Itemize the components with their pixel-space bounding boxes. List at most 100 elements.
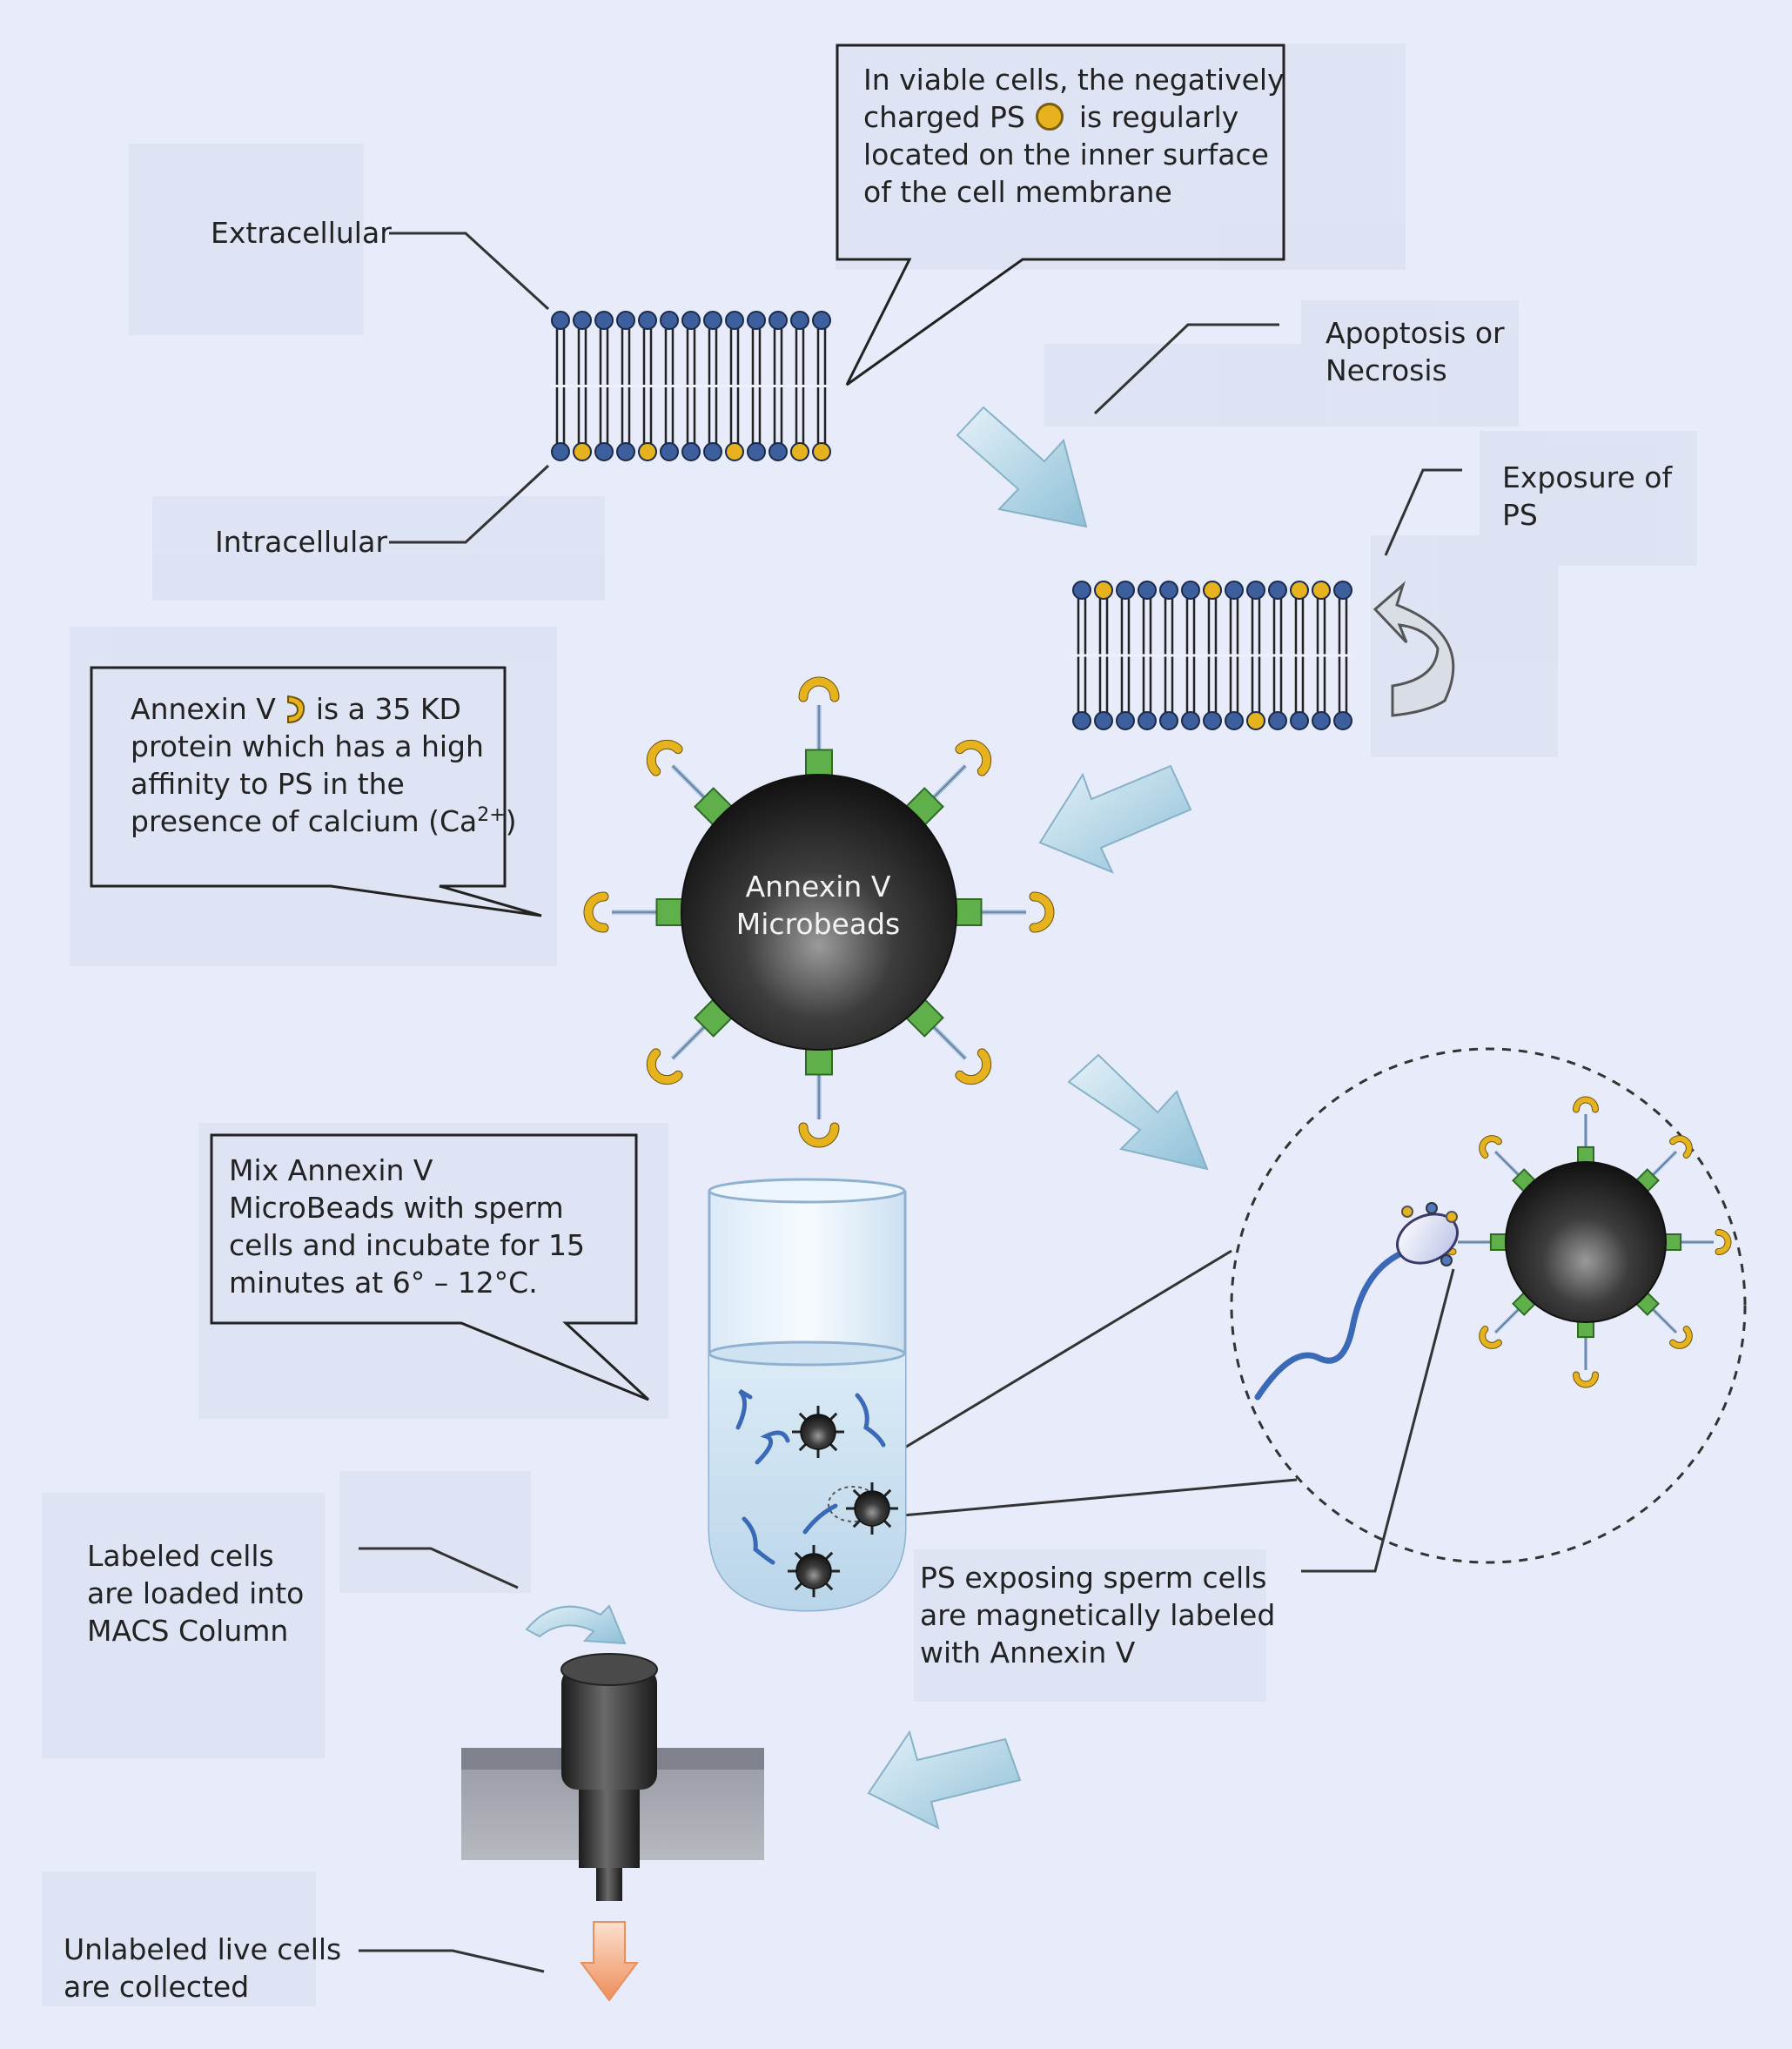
lipid-head (660, 442, 679, 461)
lipid-head (660, 311, 679, 330)
annexin-cup (647, 740, 682, 776)
zoom-sperm-cell (1254, 1202, 1459, 1401)
ps-head (1203, 581, 1222, 600)
viable-line-3: located on the inner surface (863, 138, 1269, 171)
lipid-head (1225, 581, 1244, 600)
antibody-square (954, 898, 983, 926)
ps-exposing-line-1: PS exposing sperm cells (920, 1561, 1267, 1595)
label-extracellular: Extracellular (211, 214, 392, 252)
ps-head (573, 442, 592, 461)
ps-head (1094, 581, 1113, 600)
leader-unlabeled (359, 1949, 545, 1973)
annexin-cup (1030, 892, 1054, 932)
ps-dot-icon (1035, 103, 1064, 131)
annexin-close-paren: ) (505, 804, 517, 838)
lipid-head (573, 311, 592, 330)
extracellular-text: Extracellular (211, 216, 392, 250)
ps-head (638, 442, 657, 461)
annexin-line-4: presence of calcium (Ca2+) (131, 803, 517, 840)
lipid-head (1333, 711, 1352, 730)
annexin-cup-icon (286, 695, 305, 724)
antibody-square (1664, 1233, 1682, 1251)
lipid-head (812, 311, 831, 330)
annexin-cup (1670, 1327, 1692, 1348)
background-panels (42, 44, 1697, 2006)
annexin-cup (956, 740, 991, 776)
leader-intracellular (389, 464, 550, 544)
lipid-head (1138, 711, 1157, 730)
lipid-head (1312, 711, 1331, 730)
annexin-cup (799, 1123, 839, 1147)
annexin-note-callout (90, 666, 542, 917)
test-tube (708, 1178, 907, 1612)
membrane-viable (550, 311, 832, 461)
calcium-charge: 2+ (477, 804, 506, 826)
leader-extracellular (389, 232, 550, 311)
collect-arrow-icon (580, 1921, 639, 2002)
macs-column (461, 1653, 764, 1901)
viable-ps-text: charged PS (863, 100, 1025, 134)
exposure-line-2: PS (1502, 498, 1538, 532)
lipid-head (747, 442, 766, 461)
ps-head (1290, 581, 1309, 600)
mix-line-2: MicroBeads with sperm (229, 1191, 564, 1225)
load-arrow-icon (525, 1604, 627, 1645)
leader-labeled (359, 1547, 519, 1589)
annexin-cup (1480, 1327, 1501, 1348)
ps-exposing-line-2: are magnetically labeled (920, 1598, 1276, 1632)
annexin-cup (1715, 1230, 1731, 1254)
lipid-head (768, 442, 788, 461)
mix-line-1: Mix Annexin V (229, 1153, 433, 1187)
annexin-cup (1574, 1097, 1598, 1112)
annexin-microbead (583, 676, 1055, 1148)
label-ps-exposing: PS exposing sperm cells are magnetically… (920, 1559, 1275, 1671)
lipid-head (1181, 711, 1200, 730)
viable-line-1: In viable cells, the negatively (863, 63, 1285, 97)
arrow-to-column (867, 1730, 1022, 1830)
lipid-head (1094, 711, 1113, 730)
zoom-circle (1230, 1047, 1747, 1564)
annexin-cup (956, 1049, 991, 1085)
apoptosis-line-1: Apoptosis or (1326, 316, 1505, 350)
lipid-head (638, 311, 657, 330)
annexin-cup (799, 677, 839, 702)
arrow-to-beads (1038, 764, 1192, 874)
label-intracellular: Intracellular (215, 523, 387, 561)
labeled-line-2: are loaded into (87, 1576, 305, 1610)
mini-bead (788, 1545, 840, 1597)
viable-regularly-text: is regularly (1078, 100, 1239, 134)
lipid-head (681, 442, 701, 461)
annexin-line-3: affinity to PS in the (131, 767, 405, 801)
lipid-head (1333, 581, 1352, 600)
lipid-head (594, 311, 614, 330)
viable-cells-callout (836, 44, 1285, 386)
unlabeled-line-1: Unlabeled live cells (64, 1932, 342, 1966)
membrane-apoptotic (1071, 581, 1353, 730)
antibody-square (655, 898, 684, 926)
label-apoptosis: Apoptosis or Necrosis (1326, 314, 1505, 389)
lipid-head (703, 311, 722, 330)
exposure-line-1: Exposure of (1502, 460, 1673, 494)
bead-sphere (1505, 1161, 1667, 1323)
lipid-head (616, 311, 635, 330)
lipid-head (1116, 711, 1135, 730)
zoom-microbead (1440, 1096, 1732, 1388)
lipid-head (1225, 711, 1244, 730)
leader-apoptosis (1093, 323, 1279, 415)
mini-bead (792, 1406, 844, 1458)
ps-head (812, 442, 831, 461)
annexin-line-2: protein which has a high (131, 729, 484, 763)
lipid-head (790, 311, 809, 330)
lipid-head (1116, 581, 1135, 600)
antibody-square (805, 1047, 833, 1076)
label-unlabeled: Unlabeled live cells are collected (64, 1931, 341, 2005)
ps-head (790, 442, 809, 461)
antibody-square (1489, 1233, 1507, 1251)
lipid-head (551, 311, 570, 330)
mini-bead-sphere (800, 1414, 836, 1450)
mini-bead-sphere (854, 1490, 890, 1527)
antibody-square (1577, 1145, 1594, 1164)
viable-line-4: of the cell membrane (863, 175, 1172, 209)
arrow-to-mix (1067, 1053, 1209, 1171)
